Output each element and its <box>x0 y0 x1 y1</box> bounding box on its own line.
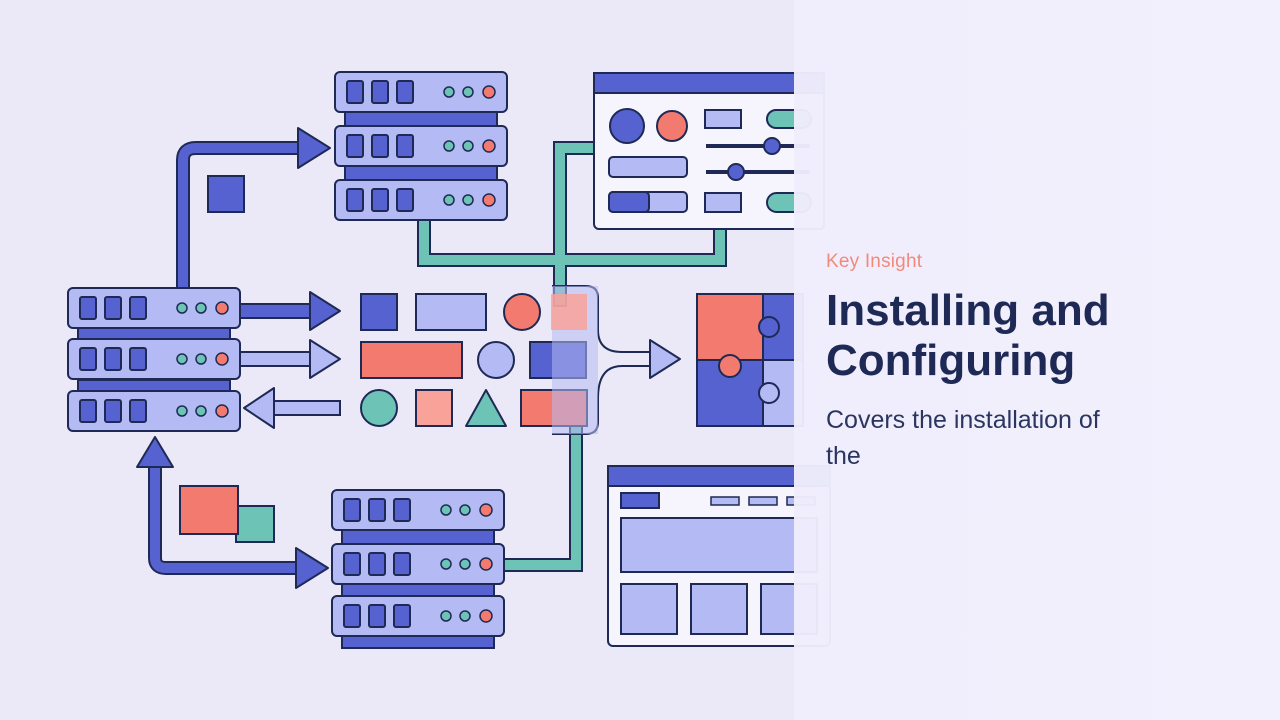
server-icon <box>331 489 505 649</box>
slide-title: Installing and Configuring <box>826 286 1110 385</box>
funnel-connector <box>551 285 681 435</box>
slide-subtitle: Covers the installation of the <box>826 406 1100 470</box>
server-icon <box>67 287 241 432</box>
browser-window-icon <box>607 465 831 647</box>
server-icon <box>334 71 508 221</box>
arrow-icon <box>136 436 329 589</box>
arrow-icon <box>243 387 341 429</box>
blue-square-shape <box>207 175 245 213</box>
coral-square-shape <box>179 485 239 535</box>
puzzle-icon <box>696 293 804 427</box>
arrow-icon <box>237 291 341 331</box>
arrow-icon <box>237 339 341 379</box>
arrow-icon <box>176 127 331 288</box>
text-panel <box>794 0 1280 720</box>
eyebrow-label: Key Insight <box>826 251 923 272</box>
settings-window-icon <box>593 72 825 230</box>
teal-square-shape <box>235 505 275 543</box>
